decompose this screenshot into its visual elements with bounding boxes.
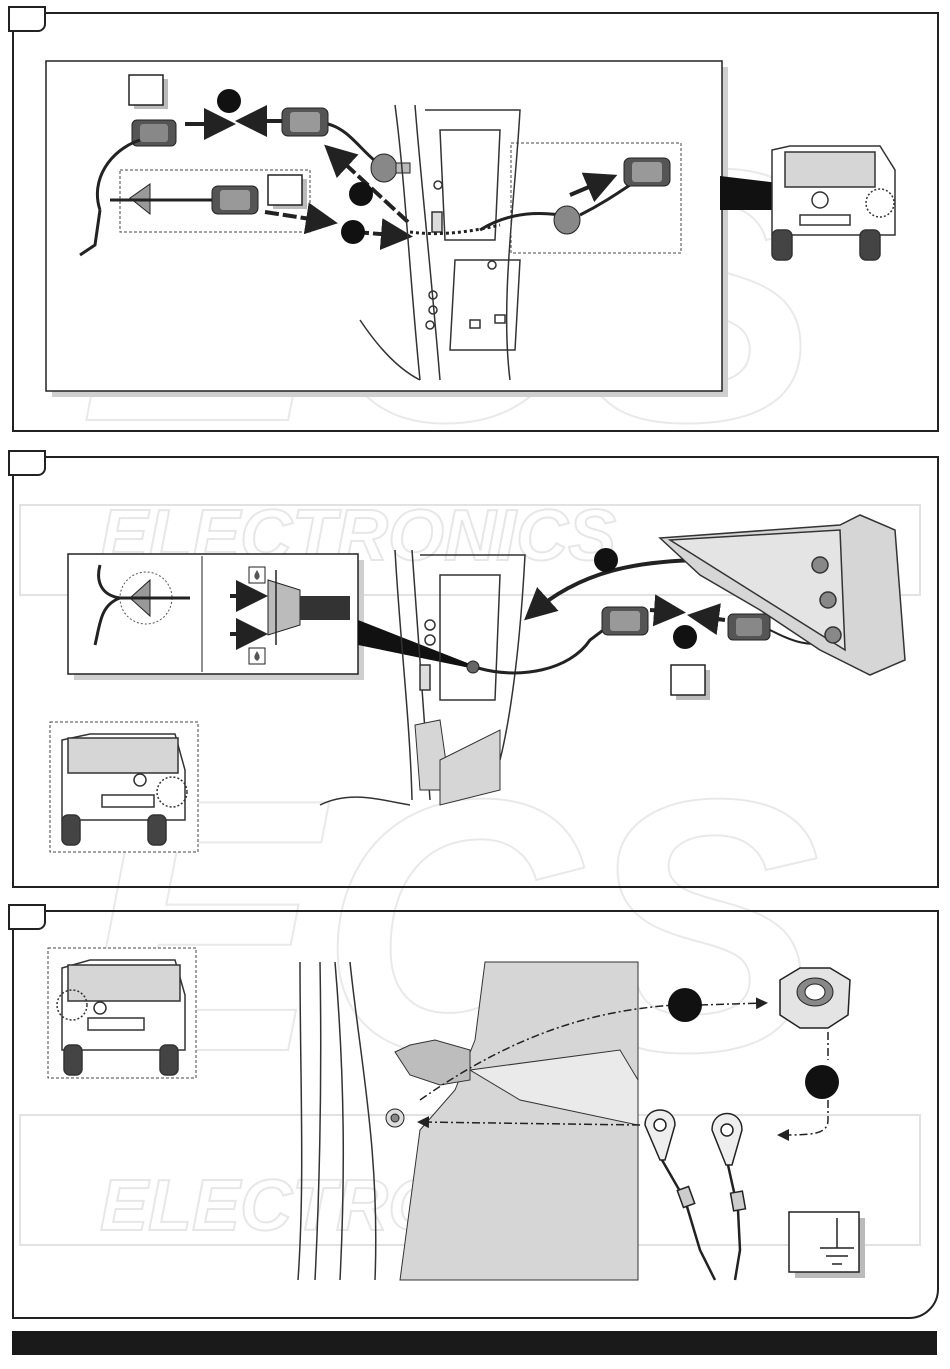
marker-circle-3a (668, 988, 702, 1022)
connector-icon (282, 108, 328, 136)
water-drop-icon (249, 648, 265, 664)
note-box-2 (671, 665, 705, 695)
connector-icon (212, 186, 258, 214)
ground-stud-icon (386, 1109, 404, 1127)
ground-symbol-box (789, 1212, 859, 1272)
wheel-arch-panel (400, 962, 638, 1280)
connector-icon (132, 120, 176, 146)
step-1-inset (46, 61, 722, 391)
water-drop-icon (249, 567, 265, 583)
bracket (395, 1040, 470, 1085)
marker-circle-2 (349, 182, 373, 206)
connector-icon (624, 158, 670, 186)
step-2-diagram (50, 515, 905, 852)
marker-circle-2b (594, 548, 618, 572)
connector-icon (602, 607, 648, 635)
arrow-right (650, 610, 678, 612)
car-body-lines (298, 962, 376, 1280)
cable (300, 596, 350, 620)
connector-icon (728, 614, 770, 640)
step-1-diagram (46, 61, 895, 397)
path-arrow (700, 1003, 765, 1005)
nut-icon (780, 968, 850, 1028)
ring-terminal-icon (645, 1110, 715, 1280)
marker-circle-3b (805, 1065, 839, 1099)
tail-lamp-icon (660, 515, 905, 675)
grommet-hole (467, 661, 479, 673)
marker-circle-1 (217, 89, 241, 113)
arrow-left (695, 616, 725, 620)
note-box-1a (129, 75, 163, 105)
car-rear-view-icon (772, 146, 895, 260)
leader-wedge (358, 620, 470, 668)
marker-circle-3 (341, 220, 365, 244)
ring-terminal-icon (712, 1114, 745, 1281)
step-3-diagram (48, 948, 865, 1280)
grommet-icon (554, 206, 580, 234)
mudflap (440, 730, 500, 805)
marker-circle-2a (673, 625, 697, 649)
note-box-1b (268, 175, 302, 205)
